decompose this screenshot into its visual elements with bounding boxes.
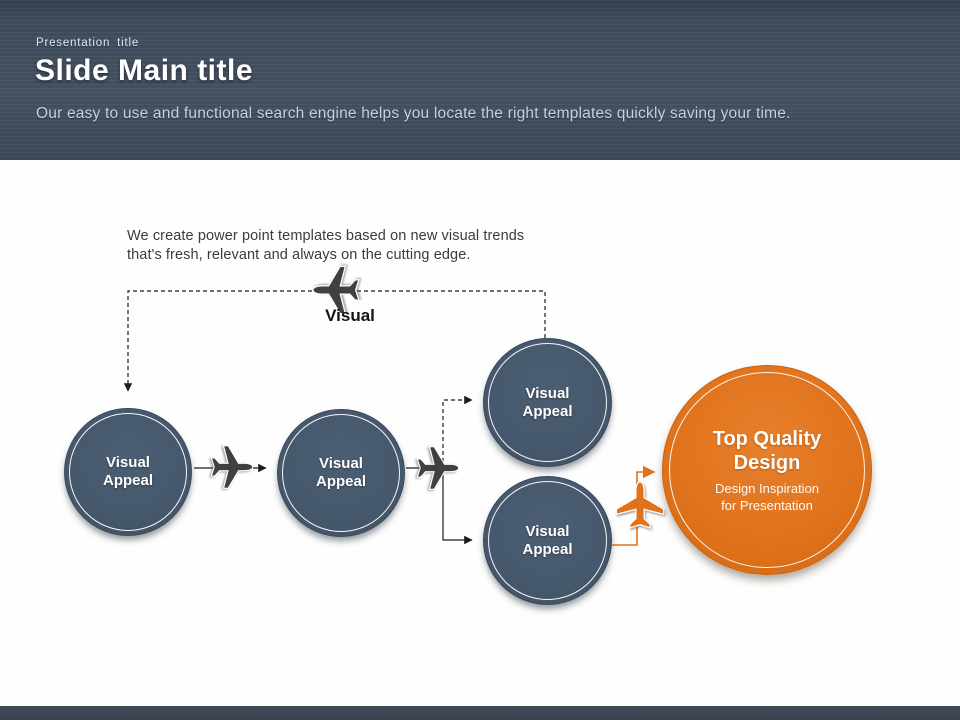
connector-branch-up (442, 395, 473, 462)
airplane-right-icon (416, 446, 460, 490)
airplane-right-icon (210, 445, 254, 489)
intro-line-1: We create power point templates based on… (127, 228, 525, 244)
presentation-title: Presentation title (36, 37, 140, 49)
result-subtitle: Design Inspiration for Presentation (714, 480, 820, 513)
node-label: Visual Appeal (522, 522, 573, 558)
flow-label: Visual (325, 306, 375, 325)
node-label: Visual Appeal (522, 384, 573, 420)
intro-line-2: that's fresh, relevant and always on the… (127, 247, 471, 263)
node-visual-appeal-1: Visual Appeal (64, 408, 192, 536)
slide-main-title: Slide Main title (35, 54, 254, 87)
connector-branch-down (442, 470, 473, 545)
footer-bar (0, 706, 960, 720)
slide-header: Presentation title Slide Main title Our … (0, 0, 960, 160)
result-title: Top Quality Design (712, 427, 822, 474)
node-visual-appeal-2: Visual Appeal (277, 409, 405, 537)
slide-subtitle: Our easy to use and functional search en… (36, 105, 791, 122)
node-label: Visual Appeal (315, 455, 366, 490)
airplane-up-icon (615, 481, 665, 529)
node-label: Visual Appeal (102, 454, 153, 489)
node-visual-appeal-3: Visual Appeal (483, 338, 612, 467)
intro-text: We create power point templates based on… (127, 227, 524, 265)
node-top-quality-design: Top Quality Design Design Inspiration fo… (662, 365, 872, 575)
node-visual-appeal-4: Visual Appeal (483, 476, 612, 605)
